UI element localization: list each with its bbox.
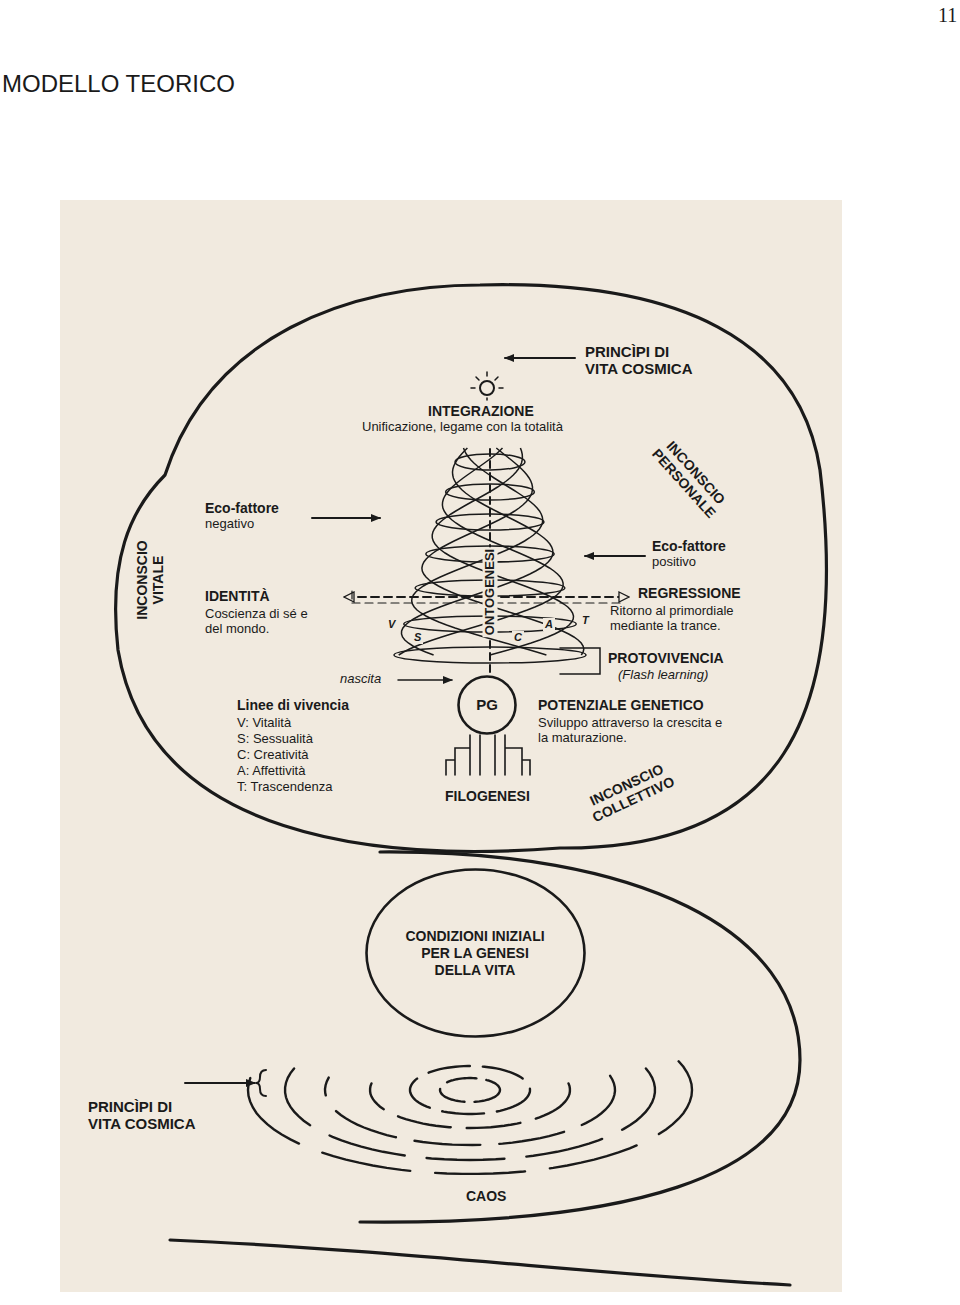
node-text: PG <box>476 696 498 714</box>
arrow <box>398 679 452 681</box>
legend-item: T: Trascendenza <box>237 780 332 795</box>
note: nascita <box>340 672 381 687</box>
arrow <box>312 517 380 519</box>
spiral-outline <box>360 852 800 1222</box>
strand-letter: V <box>386 618 397 631</box>
brace <box>256 1070 266 1096</box>
initial-conditions-circle: CONDIZIONI INIZIALI PER LA GENESI DELLA … <box>365 868 586 1038</box>
helix-ring <box>446 484 535 500</box>
chaos-arc <box>440 1078 500 1102</box>
strand-letter: C <box>512 631 524 644</box>
heading: Eco-fattore <box>205 500 279 516</box>
chaos-arc <box>325 1076 615 1145</box>
heading: CAOS <box>466 1188 506 1204</box>
note: Unificazione, legame con la totalità <box>362 420 563 435</box>
legend-item: V: Vitalità <box>237 716 291 731</box>
chaos-spiral <box>248 1061 692 1174</box>
circle-shape <box>366 870 584 1037</box>
note: Coscienza di sé e del mondo. <box>205 607 310 637</box>
circle-shape <box>459 677 516 734</box>
legend-heading: Linee di vivencia <box>237 697 349 713</box>
legend-item: C: Creatività <box>237 748 309 763</box>
note: Ritorno al primordiale mediante la tranc… <box>610 604 760 634</box>
page-title: MODELLO TEORICO <box>2 70 235 98</box>
node-text-line: CONDIZIONI INIZIALI PER LA GENESI DELLA … <box>400 928 550 978</box>
node-text: CONDIZIONI INIZIALI PER LA GENESI DELLA … <box>400 928 550 978</box>
phylogeny-branches <box>446 735 530 775</box>
region-name: INCONSCIO VITALE <box>134 533 166 628</box>
heading: Eco-fattore <box>652 538 726 554</box>
helix-ring <box>455 454 525 470</box>
note: Sviluppo attraverso la crescita e la mat… <box>538 716 734 746</box>
chaos-arc <box>285 1068 655 1160</box>
note: (Flash learning) <box>618 668 708 683</box>
heading: PRINCÌPI DI VITA COSMICA <box>585 343 705 378</box>
note: negativo <box>205 517 254 532</box>
note: positivo <box>652 555 696 570</box>
legend-item: A: Affettività <box>237 764 305 779</box>
page-number: 11 <box>938 4 957 27</box>
heading: PROTOVIVENCIA <box>608 650 724 666</box>
axis-name: ONTOGENESI <box>483 547 498 637</box>
heading: INTEGRAZIONE <box>428 403 534 419</box>
heading: POTENZIALE GENETICO <box>538 697 704 713</box>
strand-letter: A <box>543 618 555 631</box>
strand-letter: T <box>580 614 591 627</box>
node-text-line: PG <box>476 696 498 714</box>
arrow <box>185 1082 255 1084</box>
heading: FILOGENESI <box>445 788 530 804</box>
heading: IDENTITÀ <box>205 588 270 604</box>
spiral-outline <box>170 1240 790 1285</box>
heading: PRINCÌPI DI VITA COSMICA <box>88 1098 208 1133</box>
spiral-outline <box>116 285 827 852</box>
vivencia-helix <box>394 448 586 663</box>
arrow <box>585 555 645 557</box>
scan-ground <box>60 200 842 1292</box>
chaos-arc <box>248 1061 692 1174</box>
helix-strand <box>399 448 563 655</box>
strand-letter: S <box>412 631 423 644</box>
helix-ring <box>394 647 586 663</box>
genetic-potential-circle: PG <box>457 675 517 735</box>
legend-item: S: Sessualità <box>237 732 313 747</box>
helix-strand <box>412 448 547 655</box>
chaos-arc <box>370 1083 570 1128</box>
sun-rays <box>471 372 503 400</box>
helix-strand <box>402 448 553 655</box>
helix-ring <box>436 514 544 530</box>
arrow <box>505 357 575 359</box>
chaos-arc <box>410 1066 530 1114</box>
heading: REGRESSIONE <box>638 585 741 601</box>
sun-symbol <box>480 381 494 395</box>
